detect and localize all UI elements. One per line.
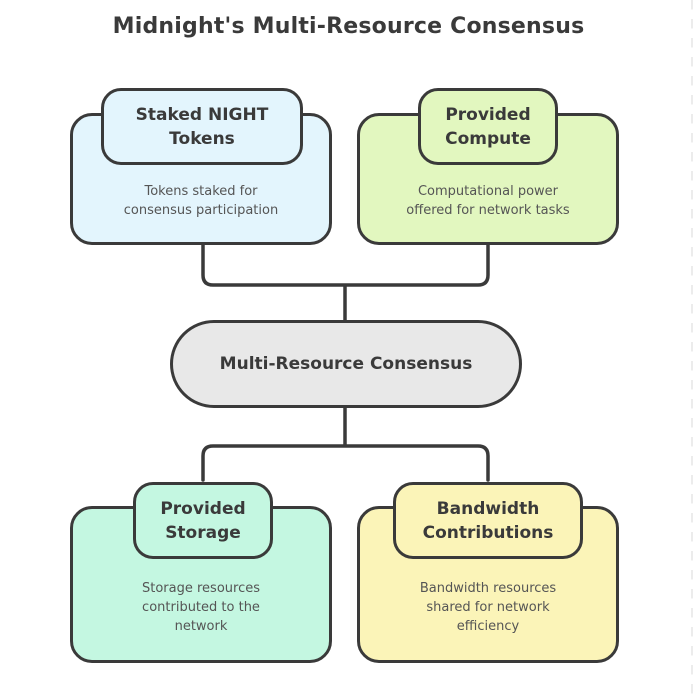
node-desc-provided-compute: Computational power offered for network … (377, 182, 599, 220)
connector-top (201, 241, 490, 324)
title-line: Storage (165, 522, 241, 543)
page-edge-marker (691, 0, 693, 694)
title-line: Provided (160, 498, 246, 519)
desc-line: offered for network tasks (406, 203, 570, 218)
desc-line: Bandwidth resources (419, 581, 557, 596)
desc-line: contributed to the (142, 600, 260, 615)
title-line: Bandwidth (436, 498, 540, 519)
title-line: Tokens (169, 128, 235, 149)
node-title-staked-night-tokens: Staked NIGHT Tokens (101, 88, 303, 165)
desc-line: efficiency (456, 619, 520, 634)
desc-line: Tokens staked for (144, 184, 258, 199)
desc-line: shared for network (426, 600, 550, 615)
title-line: Provided (445, 104, 531, 125)
node-desc-bandwidth-contributions: Bandwidth resources shared for network e… (377, 579, 599, 636)
desc-line: Computational power (417, 184, 559, 199)
desc-line: network (174, 619, 228, 634)
title-line: Staked NIGHT (135, 104, 269, 125)
center-node-multi-resource-consensus: Multi-Resource Consensus (170, 320, 522, 408)
title-line: Compute (445, 128, 531, 149)
connector-bottom (201, 406, 490, 482)
node-card-provided-storage (70, 506, 332, 663)
title-line: Contributions (422, 522, 554, 543)
diagram-title: Midnight's Multi-Resource Consensus (112, 14, 585, 39)
node-desc-staked-night-tokens: Tokens staked for consensus participatio… (90, 182, 312, 220)
desc-line: Storage resources (142, 581, 260, 596)
center-node-label: Multi-Resource Consensus (219, 354, 473, 374)
desc-line: consensus participation (123, 203, 279, 218)
node-desc-provided-storage: Storage resources contributed to the net… (90, 579, 312, 636)
